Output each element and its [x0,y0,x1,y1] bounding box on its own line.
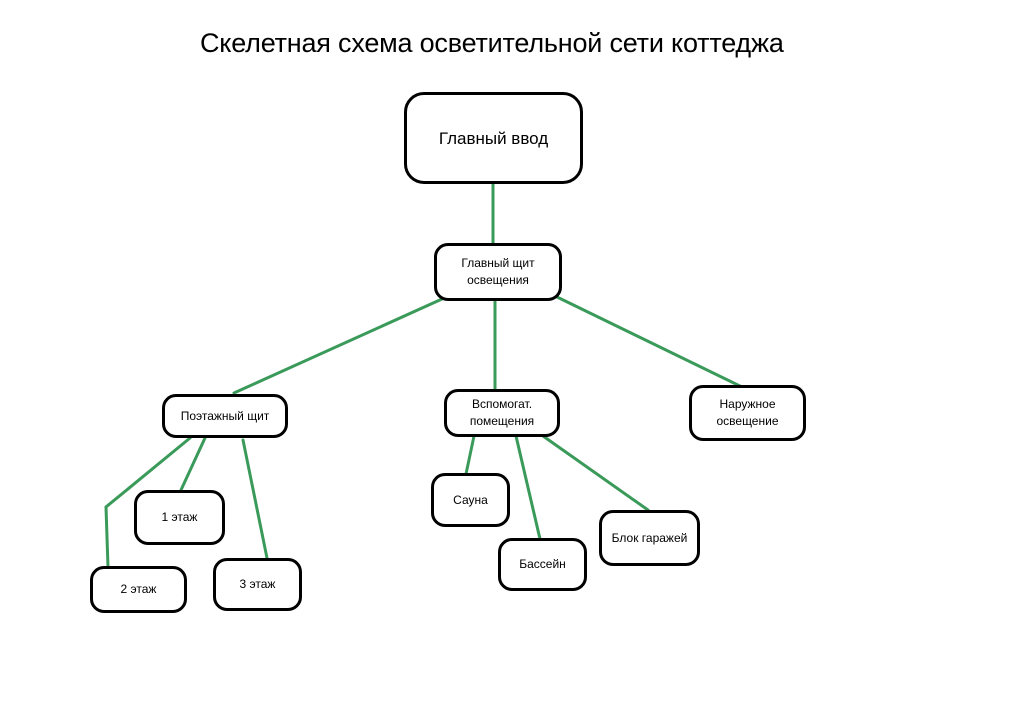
node-floor1: 1 этаж [134,490,225,545]
node-main-panel: Главный щит освещения [434,243,562,301]
node-label: 1 этаж [161,510,198,524]
node-sauna: Сауна [431,473,510,527]
link-aux-rooms-to-sauna [464,434,476,476]
node-label: 2 этаж [120,582,157,596]
node-pool: Бассейн [498,538,587,591]
node-label: Сауна [453,492,488,507]
node-label: Вспомогат. помещения [469,397,535,428]
node-aux-rooms: Вспомогат. помещения [444,389,560,437]
node-label: Блок гаражей [611,530,688,545]
link-main-panel-to-outdoor [555,295,744,389]
node-main-input: Главный ввод [404,92,583,184]
link-floor-panel-to-floor3 [241,438,269,560]
link-main-panel-to-floor-panel [232,297,444,395]
node-outdoor: Наружное освещение [689,385,806,441]
node-label: Главный щит освещения [461,256,535,287]
node-label: Наружное освещение [716,397,779,428]
link-floor-panel-to-floor1 [179,436,207,492]
link-aux-rooms-to-pool [514,434,542,541]
diagram-title: Скелетная схема осветительной сети котте… [200,28,784,58]
node-label: Бассейн [519,557,566,571]
node-garages: Блок гаражей [599,510,700,566]
node-label: 3 этаж [239,577,276,591]
node-label: Поэтажный щит [180,408,270,423]
node-label: Главный ввод [438,128,549,148]
link-aux-rooms-to-garages [541,434,650,512]
node-floor3: 3 этаж [213,558,302,611]
node-floor-panel: Поэтажный щит [162,394,288,438]
link-floor-panel-to-floor2 [104,436,192,569]
node-floor2: 2 этаж [90,566,187,613]
